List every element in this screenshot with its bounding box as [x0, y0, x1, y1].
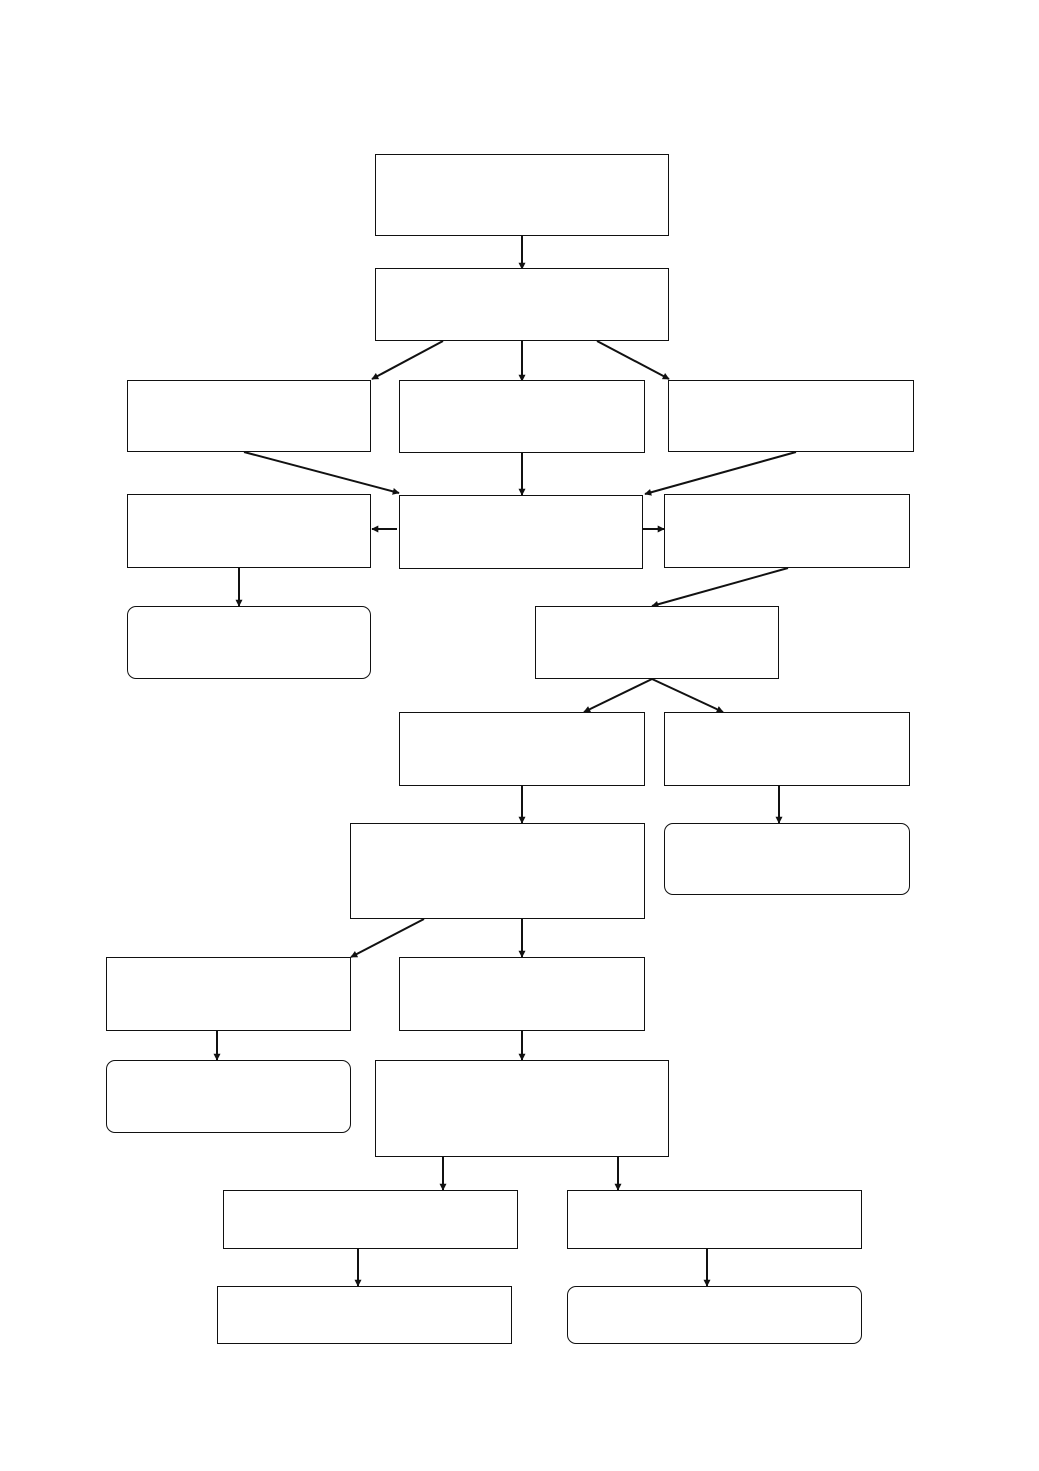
connector-arrow-16 — [350, 918, 425, 958]
connector-arrow-11 — [651, 567, 789, 608]
connector-arrow-12 — [583, 678, 653, 713]
flow-box-7 — [399, 495, 643, 569]
flow-terminal-9 — [127, 606, 371, 679]
flow-box-6 — [127, 494, 371, 568]
connector-arrow-2 — [371, 340, 444, 380]
flow-box-10 — [535, 606, 779, 679]
flow-box-11 — [399, 712, 645, 786]
flow-box-5 — [668, 380, 914, 452]
flow-box-3 — [127, 380, 371, 452]
flow-box-21 — [217, 1286, 512, 1344]
flow-box-1 — [375, 154, 669, 236]
connector-arrow-5 — [243, 451, 400, 495]
flow-terminal-22 — [567, 1286, 862, 1344]
flow-box-15 — [106, 957, 351, 1031]
flow-box-19 — [223, 1190, 518, 1249]
flow-box-2 — [375, 268, 669, 341]
flow-box-4 — [399, 380, 645, 453]
connector-arrow-13 — [651, 678, 724, 713]
connector-arrow-7 — [644, 451, 797, 496]
flow-box-8 — [664, 494, 910, 568]
flow-box-12 — [664, 712, 910, 786]
flow-box-18 — [375, 1060, 669, 1157]
flow-box-13 — [350, 823, 645, 919]
connector-arrow-4 — [596, 340, 670, 380]
flow-terminal-14 — [664, 823, 910, 895]
flow-terminal-17 — [106, 1060, 351, 1133]
flow-box-20 — [567, 1190, 862, 1249]
flow-box-16 — [399, 957, 645, 1031]
